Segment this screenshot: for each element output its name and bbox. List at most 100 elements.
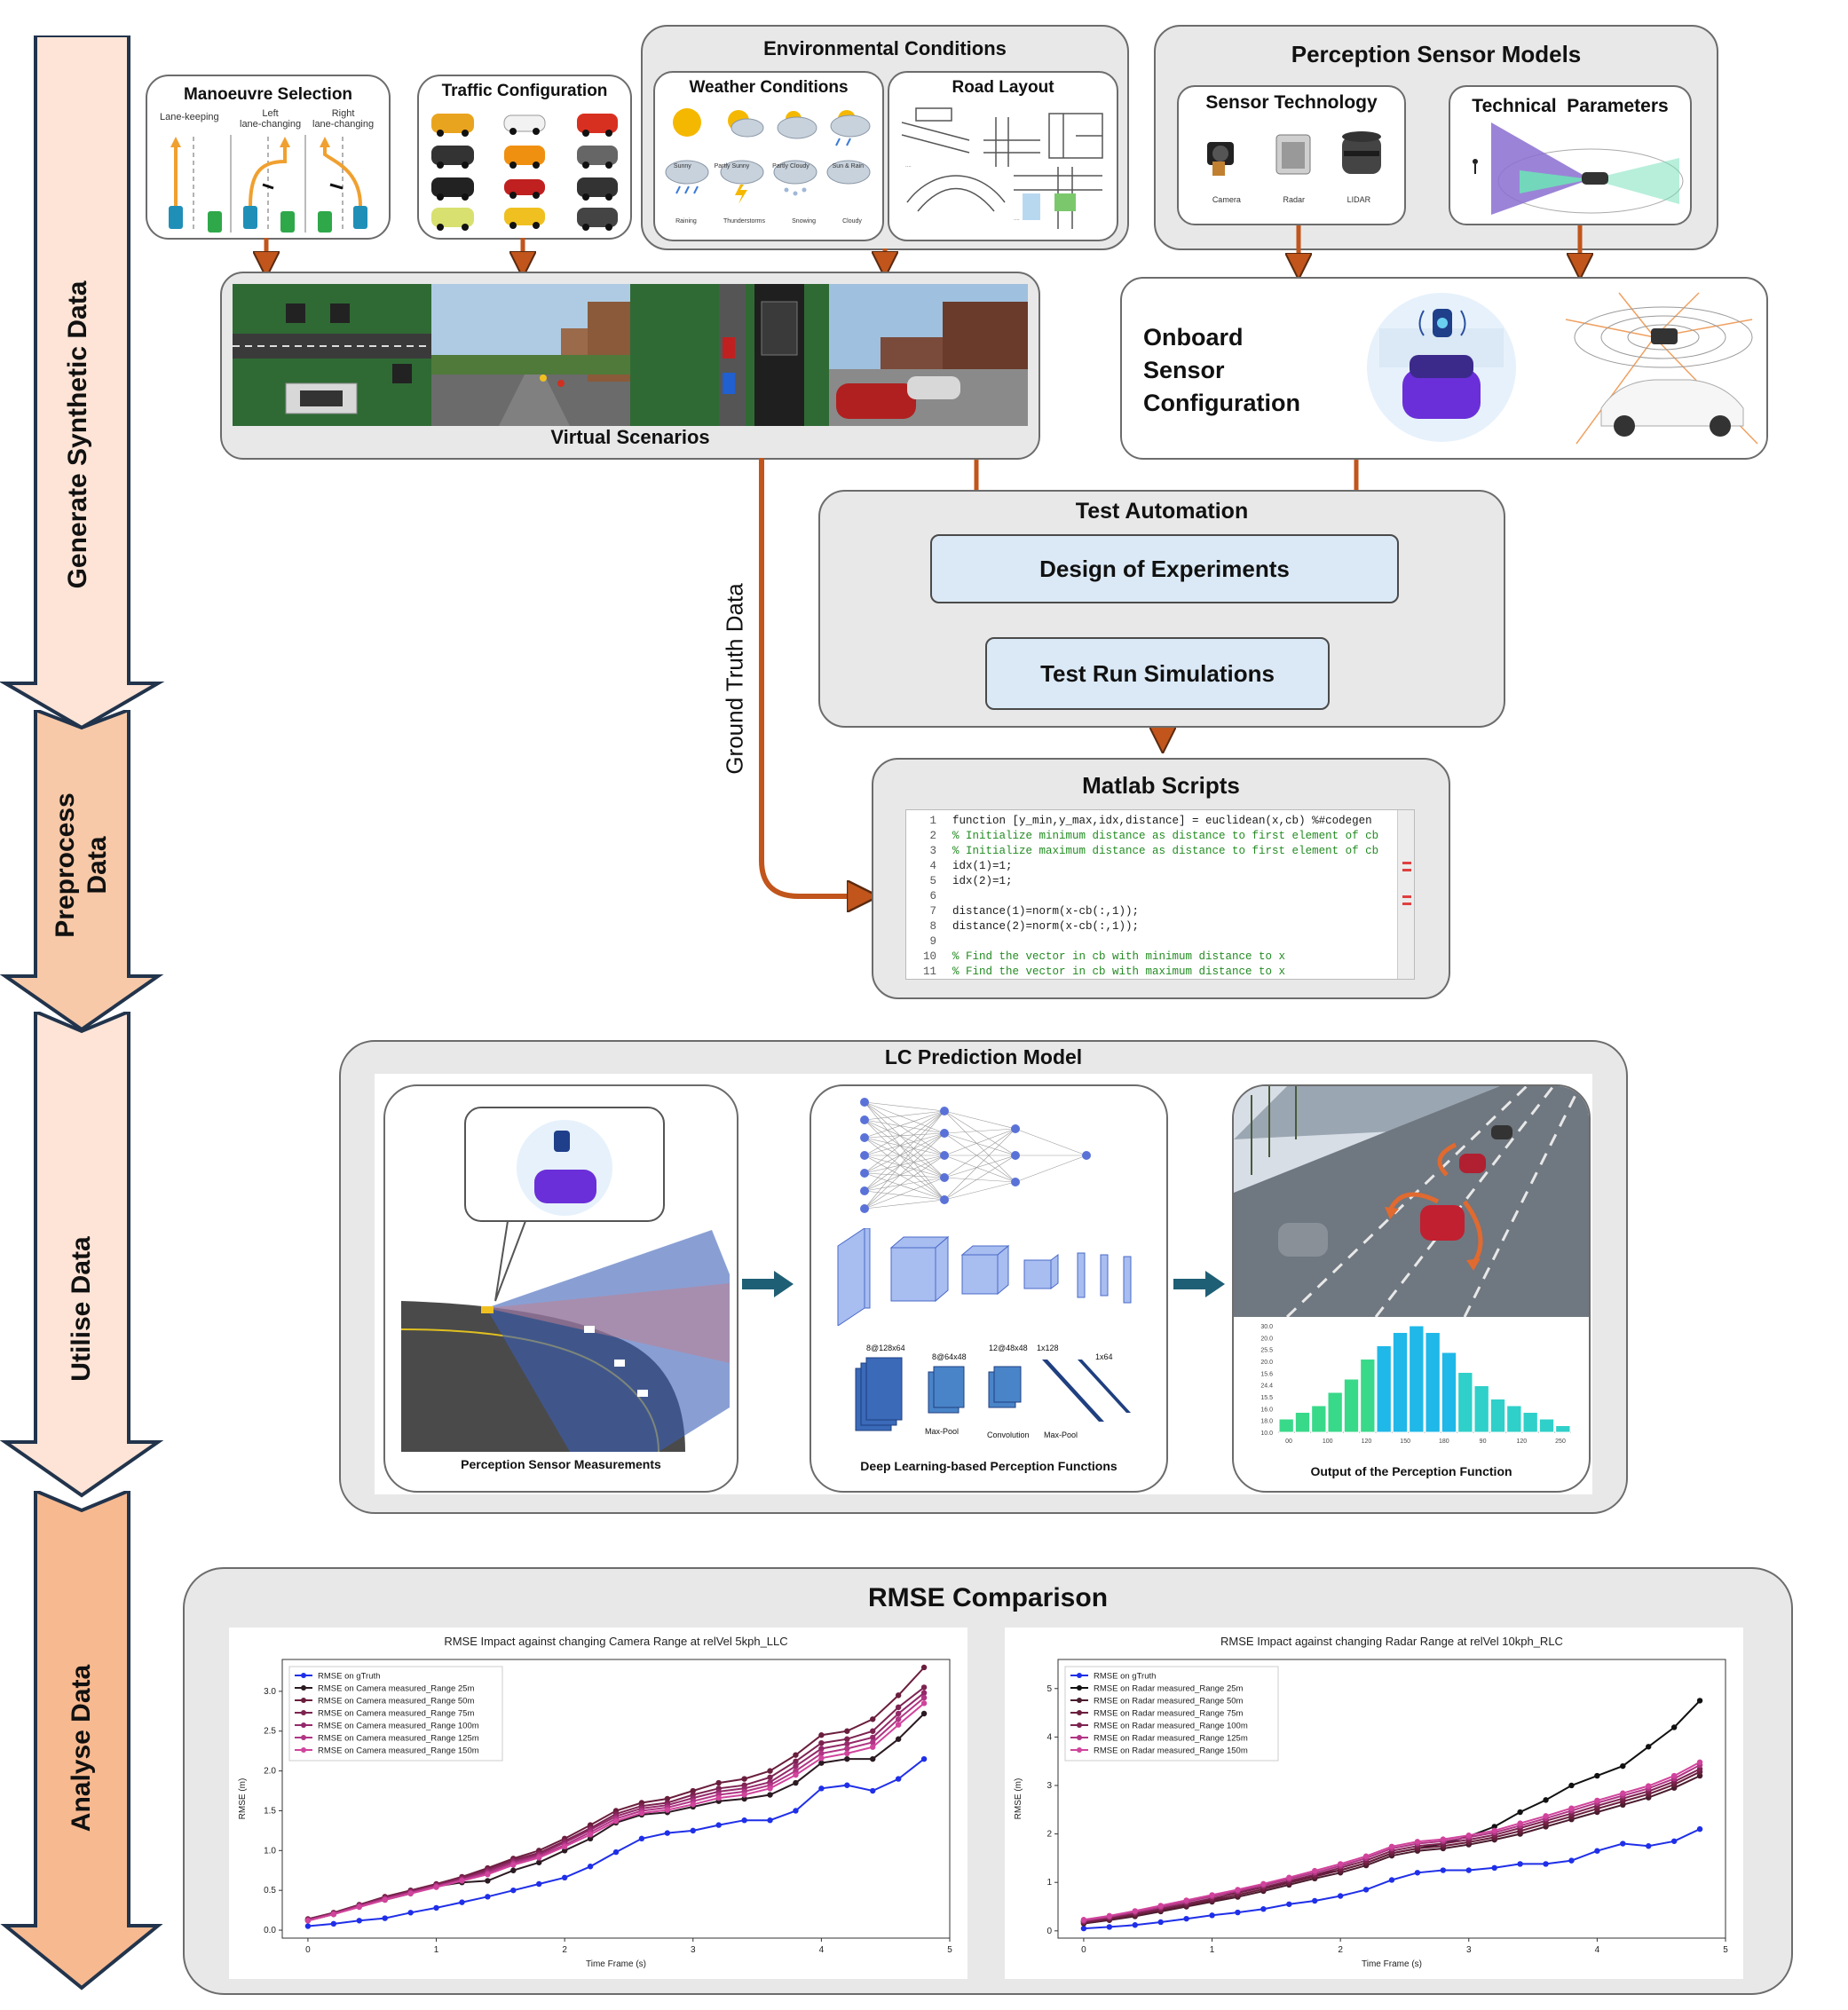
series-point [1312, 1897, 1318, 1904]
series-point [356, 1918, 362, 1924]
technical-parameters-title: Technical Parameters [1472, 96, 1669, 116]
weather-sunny: Sunny [673, 163, 691, 169]
series-point [1106, 1912, 1113, 1919]
series-point [920, 1755, 928, 1762]
x-tick-label: 4 [1595, 1945, 1600, 1955]
traffic-cars-illustration [431, 114, 618, 231]
series-point [870, 1716, 876, 1722]
nn-edge [864, 1199, 945, 1210]
legend-swatch-dot [1077, 1710, 1082, 1715]
sensor-models-title: Perception Sensor Models [1291, 41, 1582, 67]
traffic-configuration-box: Traffic Configuration [417, 75, 632, 240]
cnn-diagram-illustration [855, 1357, 1131, 1431]
histogram-ytick: 30.0 [1260, 1324, 1273, 1330]
lc-model-canvas: Perception Sensor Measurements [375, 1074, 1592, 1494]
code-line-number: 1 [929, 815, 936, 827]
chart-frame [1057, 1659, 1726, 1939]
nn-edge [864, 1101, 945, 1112]
weather-title: Weather Conditions [689, 78, 849, 97]
svg-text:....: .... [1014, 217, 1020, 222]
manoeuvre-title: Manoeuvre Selection [183, 85, 353, 104]
series-point [870, 1728, 876, 1734]
weather-icons [665, 108, 871, 204]
legend-swatch-dot [301, 1722, 306, 1728]
cnn-label-5: 1x64 [1095, 1352, 1113, 1361]
perception-measurements-illustration [400, 1107, 730, 1452]
legend-label: RMSE on Radar measured_Range 75m [1094, 1709, 1244, 1719]
code-line-number: 5 [929, 875, 936, 887]
legend-label: RMSE on Radar measured_Range 50m [1094, 1697, 1244, 1707]
series-point [459, 1899, 465, 1905]
nn-edge [864, 1119, 945, 1156]
series-point [1646, 1783, 1652, 1789]
series-point [895, 1736, 902, 1742]
series-point [1594, 1848, 1600, 1854]
series-point [510, 1867, 517, 1873]
series-point [1568, 1782, 1575, 1789]
legend-label: RMSE on Radar measured_Range 25m [1094, 1684, 1244, 1694]
x-tick-label: 0 [305, 1945, 311, 1955]
nn-edge [944, 1132, 1016, 1156]
weather-labels-row2: Raining Thunderstorms Snowing Cloudy [662, 218, 875, 225]
series-point [1362, 1887, 1370, 1893]
series-point [587, 1864, 594, 1870]
histogram-xtick: 00 [1285, 1439, 1292, 1445]
legend-swatch-dot [301, 1698, 306, 1703]
y-tick-label: 1 [1046, 1878, 1052, 1888]
x-axis-label: Time Frame (s) [1362, 1959, 1422, 1969]
onboard-title: Onboard Sensor Configuration [1143, 321, 1300, 420]
x-tick-label: 5 [1723, 1945, 1728, 1955]
histogram-bar [1457, 1372, 1473, 1433]
nn-node [860, 1169, 869, 1178]
lc-prediction-model-box: LC Prediction Model Perception Sensor Me… [339, 1040, 1628, 1514]
nn-node [940, 1195, 949, 1204]
code-line [952, 934, 1396, 950]
x-tick-label: 2 [1338, 1945, 1343, 1955]
series-point [612, 1817, 620, 1825]
code-line: distance(2)=norm(x-cb(:,1)); [952, 920, 1140, 933]
editor-scrollbar[interactable] [1397, 810, 1414, 979]
series-point [382, 1896, 388, 1904]
legend-swatch-dot [301, 1735, 306, 1740]
manoeuvre-illustration [169, 135, 367, 233]
nn-edge [864, 1137, 945, 1156]
histogram-bar [1327, 1391, 1343, 1433]
cnn-label-8: Max-Pool [1044, 1431, 1078, 1439]
onboard-illustration [1367, 292, 1758, 445]
series-point [1620, 1841, 1626, 1847]
nn-edge [944, 1110, 1016, 1156]
nn-edge [864, 1119, 945, 1178]
series-point [1491, 1827, 1497, 1833]
series-point [1235, 1909, 1241, 1916]
series-point [330, 1911, 337, 1918]
series-point [1491, 1864, 1497, 1872]
matlab-title: Matlab Scripts [1082, 772, 1240, 799]
legend-label: RMSE on gTruth [1094, 1672, 1156, 1682]
series-point [690, 1787, 696, 1794]
histogram-ytick: 16.0 [1260, 1407, 1273, 1413]
stage-analyse: Analyse Data [0, 1491, 169, 2010]
virtual-scenarios-title: Virtual Scenarios [550, 426, 710, 448]
right-lc-label: Right lane-changing [312, 108, 374, 130]
series-point [920, 1664, 928, 1671]
series-point [485, 1872, 491, 1878]
series-point [793, 1768, 799, 1774]
sensor-camera-label: Camera [1212, 195, 1241, 204]
series-point [407, 1910, 414, 1916]
nn-edge [1015, 1155, 1087, 1183]
weather-conditions-box: Weather Conditions Sunny Partly Sunny Pa… [653, 71, 884, 241]
histogram-bar [1506, 1405, 1522, 1433]
nn-node [1082, 1151, 1091, 1160]
series-point [382, 1915, 388, 1921]
x-tick-label: 0 [1081, 1945, 1086, 1955]
series-point [1414, 1839, 1421, 1845]
histogram-ytick: 10.0 [1260, 1431, 1273, 1437]
series-point [767, 1785, 773, 1792]
perception-measurements-panel: Perception Sensor Measurements [383, 1084, 738, 1493]
weather-partly-cloudy: Partly Cloudy [772, 163, 809, 169]
legend-swatch-dot [301, 1747, 306, 1753]
histogram-bar [1360, 1359, 1376, 1433]
nn-edge [944, 1181, 1016, 1201]
nn-edge [864, 1110, 945, 1139]
nn-node [860, 1115, 869, 1124]
